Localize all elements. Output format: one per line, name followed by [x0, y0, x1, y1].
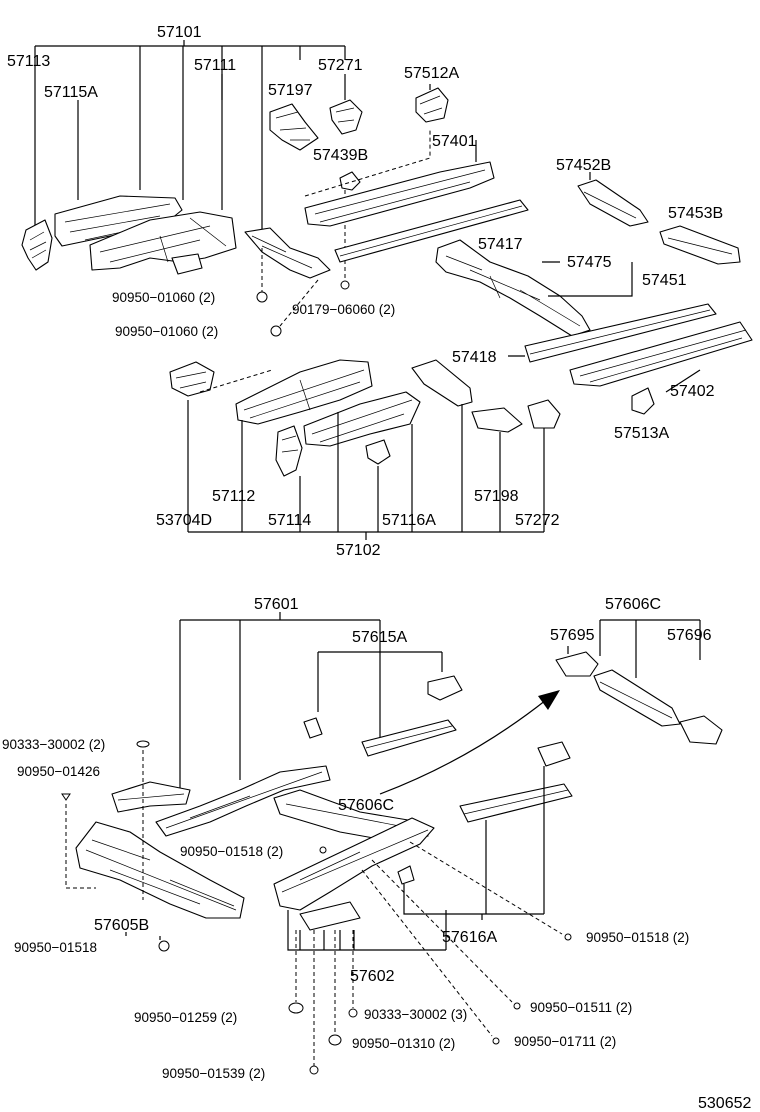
label-57114: 57114 — [268, 512, 311, 529]
label-57452B: 57452B — [556, 157, 611, 174]
label-90950-01259: 90950−01259 (2) — [134, 1010, 237, 1025]
fastener-90950-01259-icon — [288, 1002, 304, 1014]
label-57601: 57601 — [254, 596, 299, 613]
part-57197-shape — [269, 103, 319, 151]
label-57112: 57112 — [212, 488, 255, 505]
part-57695-shape — [555, 651, 599, 677]
part-57439B-shape — [339, 171, 361, 191]
part-57418-shape — [524, 303, 717, 363]
label-57616A: 57616A — [442, 929, 497, 946]
catalog-number: 530652 — [698, 1095, 751, 1112]
label-57439B: 57439B — [313, 147, 368, 164]
label-57111: 57111 — [194, 57, 236, 74]
fastener-90333-30002-2-icon — [136, 740, 150, 748]
label-57475: 57475 — [567, 254, 612, 271]
label-57512A: 57512A — [404, 65, 459, 82]
part-57272-shape — [527, 399, 561, 429]
fastener-90950-01518-right-icon — [564, 933, 572, 941]
label-57606C-mid: 57606C — [338, 797, 394, 814]
part-57453B-shape — [659, 225, 741, 265]
part-57198-shape — [411, 359, 473, 407]
part-57512A-shape — [415, 87, 449, 123]
fastener-90950-01518-mid-icon — [319, 846, 327, 854]
part-57606C-upper-shape — [593, 669, 681, 727]
label-57102: 57102 — [336, 542, 381, 559]
part-53704D-shape — [169, 361, 215, 397]
part-57616A-shape — [459, 783, 573, 823]
label-57605B: 57605B — [94, 917, 149, 934]
label-57602: 57602 — [350, 968, 395, 985]
part-57696-shape — [679, 715, 723, 745]
label-57401: 57401 — [432, 133, 477, 150]
part-57452B-shape — [577, 179, 649, 227]
label-90950-01539: 90950−01539 (2) — [162, 1066, 265, 1081]
fastener-90333-30002-3-icon — [348, 1008, 358, 1018]
label-90179-06060: 90179−06060 (2) — [292, 302, 395, 317]
label-57513A: 57513A — [614, 425, 669, 442]
fastener-90950-01539-icon — [309, 1065, 319, 1075]
assembly-57601-group — [61, 612, 723, 1075]
part-57601-shape — [155, 765, 331, 837]
part-57615A-shape — [427, 675, 463, 701]
label-90950-01310: 90950−01310 (2) — [352, 1036, 455, 1051]
fastener-90950-01060-b-icon — [270, 325, 282, 337]
fastener-90950-01060-a-icon — [256, 291, 268, 303]
part-57615A-rail-shape — [361, 719, 457, 757]
labels-group: 57101 57113 57115A 57111 57197 57271 575… — [2, 24, 751, 1112]
label-57116A: 57116A — [382, 512, 436, 529]
label-57615A: 57615A — [352, 629, 407, 646]
part-57401-shape — [304, 161, 495, 227]
fastener-90950-01518-left-icon — [158, 940, 170, 952]
label-90950-01060-b: 90950−01060 (2) — [115, 324, 218, 339]
label-90950-01426: 90950−01426 — [17, 764, 100, 779]
label-57272: 57272 — [515, 512, 560, 529]
part-57271-shape — [329, 99, 363, 135]
label-53704D: 53704D — [156, 512, 212, 529]
label-57418: 57418 — [452, 349, 497, 366]
part-57605B-shape — [75, 821, 245, 919]
label-90950-01511: 90950−01511 (2) — [530, 1000, 632, 1015]
part-bracket-lower-shape — [244, 227, 331, 279]
label-57695: 57695 — [550, 627, 595, 644]
label-57451: 57451 — [642, 272, 687, 289]
part-57602-shape — [273, 817, 435, 911]
part-57111-shape — [89, 211, 237, 271]
label-90950-01518-right: 90950−01518 (2) — [586, 930, 689, 945]
label-57606C-top: 57606C — [605, 596, 661, 613]
label-57101: 57101 — [157, 24, 202, 41]
label-57113: 57113 — [7, 53, 50, 70]
assembly-57102-group — [169, 359, 561, 540]
label-57271: 57271 — [318, 57, 363, 74]
fastener-90950-01511-icon — [513, 1002, 521, 1010]
part-57513A-shape — [631, 387, 655, 415]
fastener-90950-01426-icon — [61, 793, 71, 801]
label-90950-01060-a: 90950−01060 (2) — [112, 290, 215, 305]
part-57116A-shape — [303, 391, 421, 447]
part-57113-shape — [21, 219, 53, 271]
label-90950-01518-left: 90950−01518 — [14, 940, 97, 955]
label-57115A: 57115A — [44, 84, 98, 101]
label-90333-30002-2: 90333−30002 (2) — [2, 737, 105, 752]
label-90333-30002-3: 90333−30002 (3) — [364, 1007, 467, 1022]
assembly-57101-group — [21, 40, 753, 415]
part-57402-shape — [569, 321, 753, 387]
label-90950-01711: 90950−01711 (2) — [514, 1034, 616, 1049]
label-57696: 57696 — [667, 627, 712, 644]
label-57197: 57197 — [268, 82, 313, 99]
label-57417: 57417 — [478, 236, 523, 253]
label-57402: 57402 — [670, 383, 715, 400]
label-90950-01518-mid: 90950−01518 (2) — [180, 844, 283, 859]
label-57453B: 57453B — [668, 205, 723, 222]
fastener-90179-06060-icon — [340, 280, 350, 290]
label-57198: 57198 — [474, 488, 519, 505]
fastener-90950-01711-icon — [492, 1037, 500, 1045]
fastener-90950-01310-icon — [328, 1034, 342, 1046]
